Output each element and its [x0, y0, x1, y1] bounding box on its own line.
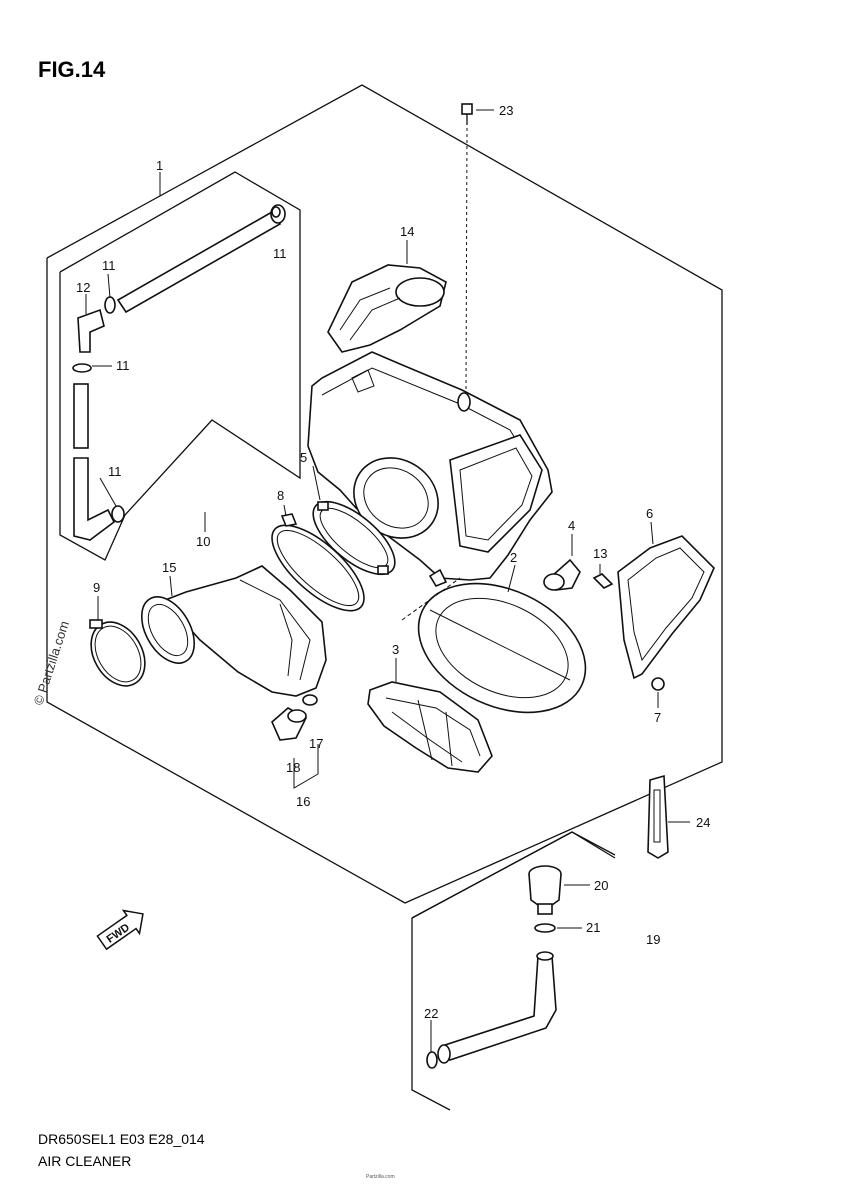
air-cleaner-case [307, 351, 553, 587]
watermark: © Partzilla.com [31, 619, 72, 707]
gasket-8 [271, 513, 365, 612]
screw-23 [461, 103, 473, 125]
callout-4: 4 [568, 518, 575, 533]
callout-22: 22 [424, 1006, 438, 1021]
lower-group-frame-lines-2 [411, 918, 451, 1111]
leader-15 [169, 575, 173, 597]
leader-11a [107, 273, 111, 299]
callout-24: 24 [696, 815, 710, 830]
diagram-name: AIR CLEANER [38, 1153, 131, 1169]
callout-14: 14 [400, 224, 414, 239]
clamp-21 [534, 923, 556, 933]
screw-7 [651, 677, 665, 691]
figure-title: FIG.14 [38, 57, 106, 82]
clamp-17 [302, 694, 318, 706]
hose-clamp-11b [72, 363, 92, 373]
callout-15: 15 [162, 560, 176, 575]
callout-11-lower: 11 [108, 464, 122, 479]
hose-clamp-11c-top [271, 206, 281, 218]
callout-7: 7 [654, 710, 661, 725]
callout-9: 9 [93, 580, 100, 595]
callout-21: 21 [586, 920, 600, 935]
callout-10: 10 [196, 534, 210, 549]
leader-2 [507, 564, 516, 593]
leader-8 [283, 504, 287, 517]
breather-hose-lower [73, 457, 116, 541]
callout-18: 18 [286, 760, 300, 775]
callout-23: 23 [499, 103, 513, 118]
callout-20: 20 [594, 878, 608, 893]
hose-clamp-11a [104, 296, 116, 314]
callout-5: 5 [300, 450, 307, 465]
drain-hose-22 [426, 951, 557, 1069]
seal-5 [312, 500, 396, 576]
leader-5 [312, 465, 321, 501]
model-code: DR650SEL1 E03 E28_014 [38, 1131, 205, 1147]
drain-cap-20 [528, 865, 562, 915]
cover-plate-6 [617, 535, 715, 680]
lower-group-frame [411, 831, 616, 919]
callout-19: 19 [646, 932, 660, 947]
fwd-arrow-icon: FWD [96, 909, 144, 951]
callout-11-middle: 11 [116, 358, 130, 373]
callout-12: 12 [76, 280, 90, 295]
leader-6 [650, 521, 654, 545]
screw-axis-23 [465, 127, 468, 391]
breather-hose-middle [73, 383, 89, 449]
dash-connector-2 [401, 577, 461, 621]
callout-3: 3 [392, 642, 399, 657]
callout-2: 2 [510, 550, 517, 565]
callout-1: 1 [156, 158, 163, 173]
hose-group-frame [59, 171, 301, 561]
filter-cage-3 [367, 681, 493, 773]
leader-11c [99, 477, 117, 507]
screw-13 [592, 573, 614, 589]
main-group-frame [46, 84, 723, 904]
callout-16: 16 [296, 794, 310, 809]
hose-clamp-11d [111, 505, 125, 523]
grommet-4 [543, 558, 581, 591]
bottom-fine-print: Partzilla.com [366, 1174, 395, 1180]
callout-8: 8 [277, 488, 284, 503]
elbow-joint-12 [77, 308, 105, 353]
callout-13: 13 [593, 546, 607, 561]
intake-duct-14 [327, 264, 447, 353]
strap-24 [647, 774, 669, 859]
intake-pipe-15 [140, 565, 327, 697]
callout-6: 6 [646, 506, 653, 521]
callout-11-top: 11 [273, 246, 287, 261]
lower-group-frame-lines [411, 831, 616, 919]
clamp-9 [89, 619, 146, 687]
callout-11-elbow: 11 [102, 258, 116, 273]
drain-plug-18 [271, 707, 308, 741]
callout-17: 17 [309, 736, 323, 751]
breather-hose-upper [116, 204, 286, 314]
leader-16 [293, 744, 319, 789]
air-filter-element-2 [417, 582, 587, 714]
